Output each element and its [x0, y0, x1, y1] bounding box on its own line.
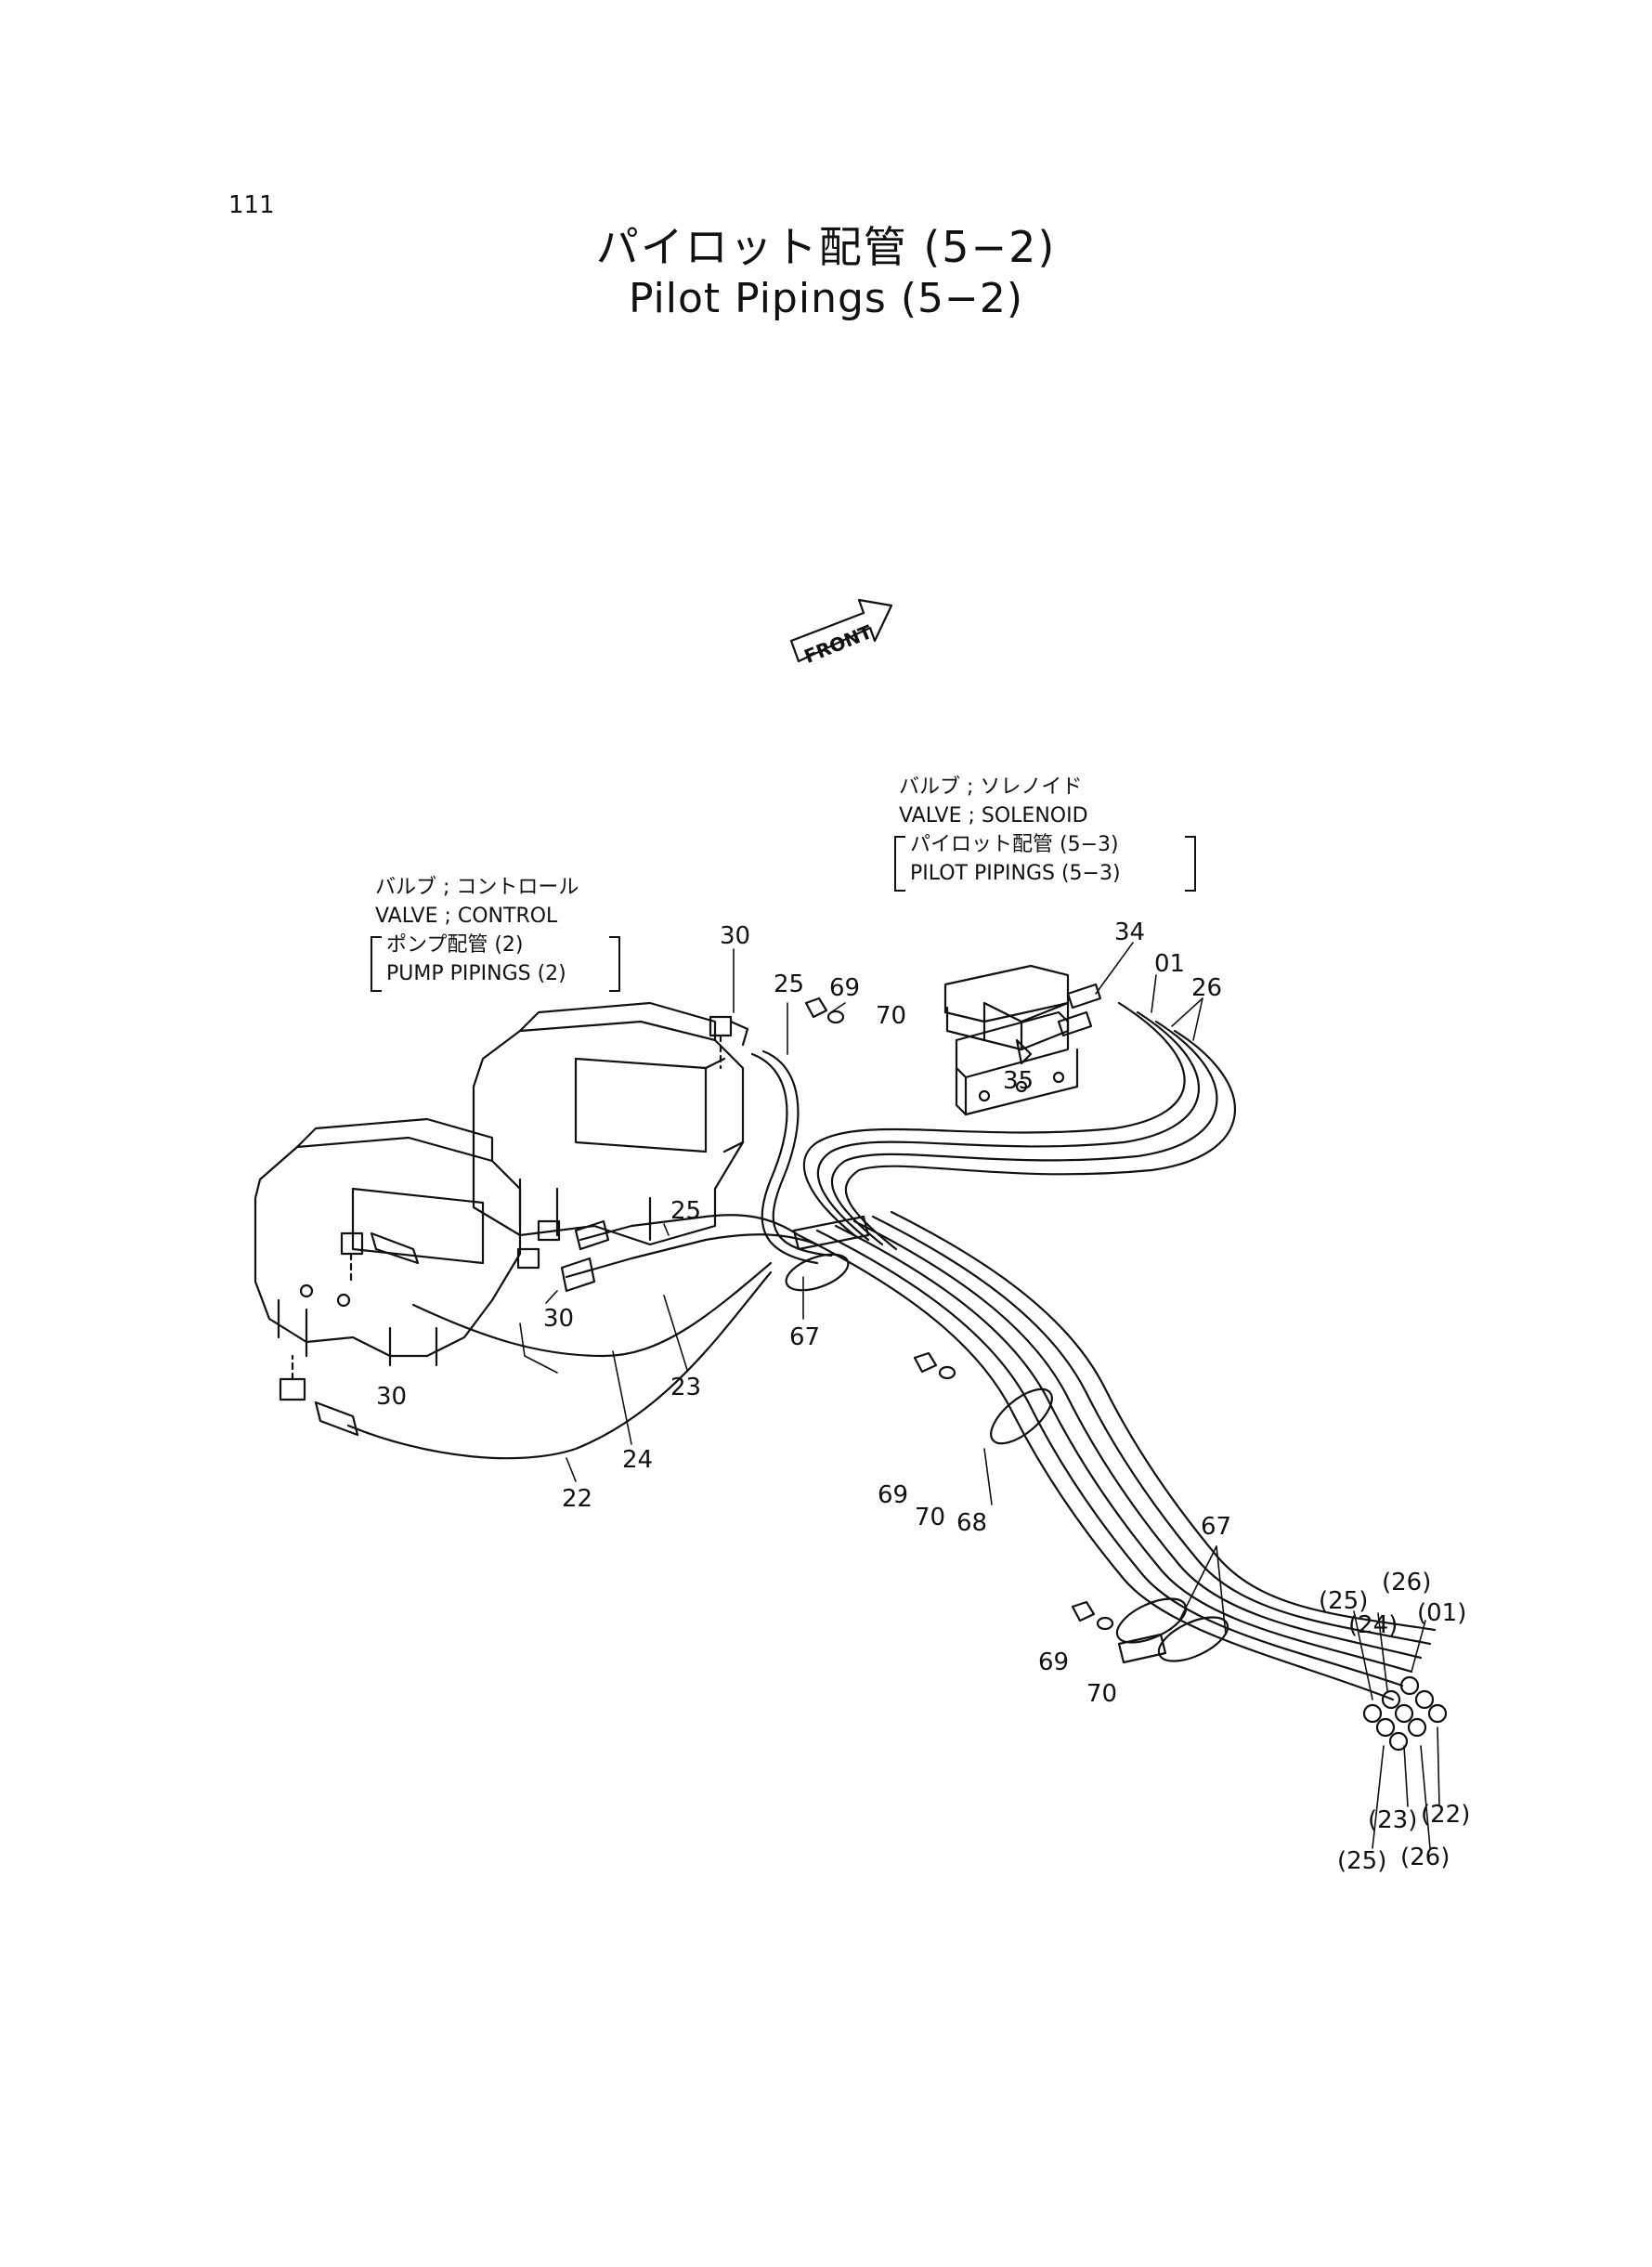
front-arrow-icon: FRONT [789, 598, 893, 668]
callout-70-mid: 70 [915, 1504, 945, 1531]
elbow-fittings [279, 1015, 749, 1401]
callout-70-top: 70 [876, 1002, 906, 1030]
callout-67-right: 67 [1201, 1513, 1231, 1541]
callout-25-top: 25 [774, 971, 804, 998]
callout-69-top: 69 [829, 974, 860, 1002]
callout-69-mid: 69 [878, 1481, 908, 1509]
callout-35: 35 [1003, 1067, 1034, 1095]
hose-clamps [785, 1215, 1229, 1664]
callout-67-mid: 67 [789, 1323, 820, 1351]
page-title-english: Pilot Pipings (5−2) [628, 275, 1024, 322]
note-control-ref-jp: ポンプ配管 (2) [386, 933, 524, 957]
callout-30-low: 30 [376, 1383, 407, 1411]
callout-23: 23 [670, 1374, 701, 1401]
callout-25-paren-bottom: (25) [1337, 1847, 1386, 1875]
control-valve-hoses [314, 1214, 819, 1460]
note-control-bracket-left [371, 936, 382, 992]
callout-34: 34 [1114, 919, 1145, 946]
pilot-hose-bundle [750, 1001, 1437, 1701]
control-valve-front [254, 1117, 522, 1367]
callout-30-top: 30 [720, 922, 750, 950]
callout-26-paren-bottom: (26) [1400, 1844, 1450, 1871]
note-control-ref-en: PUMP PIPINGS (2) [386, 962, 566, 985]
note-solenoid-en: VALVE ; SOLENOID [899, 804, 1088, 827]
note-control-jp: バルブ ; コントロール [375, 876, 579, 899]
note-control-bracket-right [609, 936, 620, 992]
solenoid-valve-assembly [943, 964, 1079, 1116]
note-solenoid-ref-en: PILOT PIPINGS (5−3) [910, 862, 1121, 885]
callout-26-paren-top: (26) [1382, 1569, 1431, 1596]
callout-68: 68 [956, 1509, 987, 1537]
bolts-and-washers [804, 997, 1114, 1631]
callout-01: 01 [1154, 950, 1185, 978]
callout-30-mid: 30 [543, 1305, 574, 1333]
note-control-en: VALVE ; CONTROL [375, 905, 558, 928]
note-solenoid-jp: バルブ ; ソレノイド [899, 775, 1083, 799]
solenoid-fittings [1015, 983, 1102, 1065]
note-solenoid-bracket-left [894, 836, 905, 892]
callout-69-low: 69 [1038, 1648, 1069, 1676]
callout-25-paren-top: (25) [1319, 1587, 1368, 1615]
page-title-japanese: パイロット配管 (5−2) [595, 222, 1057, 272]
leader-lines [519, 942, 1440, 1849]
callout-25-mid: 25 [670, 1197, 701, 1225]
callout-22-paren: (22) [1421, 1801, 1470, 1829]
control-valve-rear [472, 1001, 745, 1246]
callout-24-paren: (24) [1348, 1611, 1398, 1639]
hose-end-fittings [1362, 1675, 1448, 1752]
note-solenoid-ref-jp: パイロット配管 (5−3) [910, 833, 1119, 856]
callout-26: 26 [1191, 974, 1222, 1002]
callout-22: 22 [562, 1485, 592, 1513]
page-number: 111 [228, 191, 275, 219]
callout-24: 24 [622, 1446, 653, 1474]
callout-70-low: 70 [1086, 1680, 1117, 1708]
callout-01-paren: (01) [1417, 1599, 1466, 1627]
note-solenoid-bracket-right [1185, 836, 1196, 892]
front-label: FRONT [801, 620, 876, 668]
callout-23-paren: (23) [1368, 1806, 1417, 1834]
